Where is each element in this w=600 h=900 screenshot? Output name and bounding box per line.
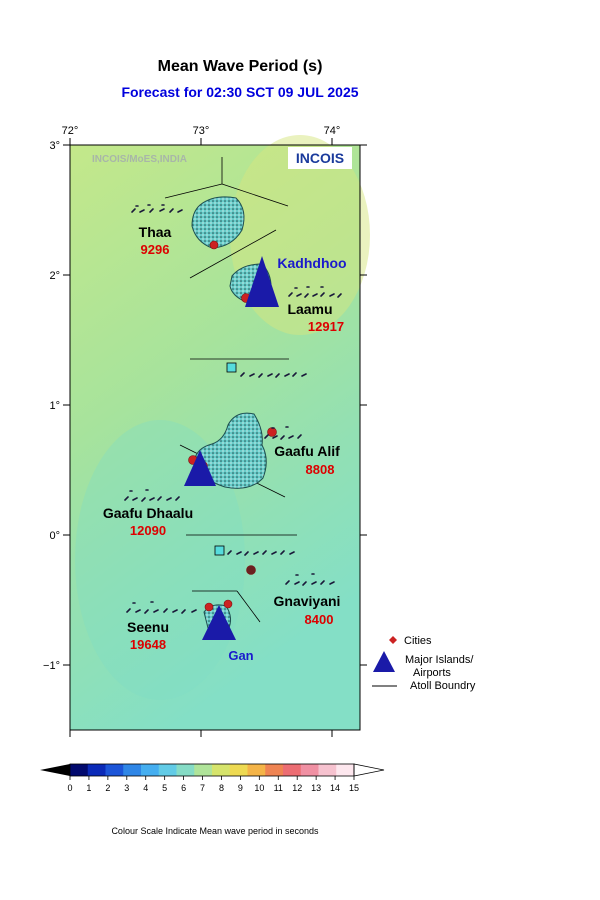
atoll-value-seenu: 19648 xyxy=(130,637,166,652)
atoll-name-seenu: Seenu xyxy=(127,619,169,635)
colorbar-segment xyxy=(229,764,248,776)
atoll-value-thaa: 9296 xyxy=(141,242,170,257)
city-dot xyxy=(267,427,277,437)
atoll-name-laamu: Laamu xyxy=(287,301,332,317)
colorbar-tick-label: 2 xyxy=(105,783,110,793)
colorbar-frame xyxy=(69,763,355,777)
map-frame xyxy=(69,144,361,731)
axis-ticks: 72° 73° 74° 3° 2° 1° 0° −1° xyxy=(43,125,367,737)
colorbar-tick-label: 15 xyxy=(349,783,359,793)
colorbar-tick-label: 4 xyxy=(143,783,148,793)
airport-triangle xyxy=(184,450,216,486)
sea-cool-patch xyxy=(75,420,245,700)
atoll-value-laamu: 12917 xyxy=(308,319,344,334)
thaa-atoll-island xyxy=(191,196,245,249)
dhivehi-script-labels xyxy=(124,204,342,614)
atoll-name-gaafu-alif: Gaafu Alif xyxy=(274,443,340,459)
atoll-labels: Thaa 9296 Laamu 12917 Gaafu Alif 8808 Ga… xyxy=(103,224,344,652)
colour-scale-note: Colour Scale Indicate Mean wave period i… xyxy=(111,826,319,836)
airport-name-kadhdhoo: Kadhdhoo xyxy=(277,255,346,271)
svg-text:INCOIS: INCOIS xyxy=(296,150,344,166)
colorbar-under-arrow xyxy=(40,764,70,776)
colorbar-segment xyxy=(265,764,284,776)
colorbar-tick-label: 3 xyxy=(124,783,129,793)
lat-tick-label: 1° xyxy=(49,400,60,412)
colorbar-segment xyxy=(158,764,177,776)
legend-airport-icon xyxy=(373,651,395,672)
island-marker-square xyxy=(226,362,237,373)
lon-tick-label: 74° xyxy=(324,125,341,137)
colorbar-tick-label: 5 xyxy=(162,783,167,793)
colorbar-segment xyxy=(87,764,106,776)
colorbar-tick-label: 12 xyxy=(292,783,302,793)
colorbar-tick-label: 11 xyxy=(274,783,283,793)
colorbar-segment xyxy=(318,764,337,776)
airport-name-gan: Gan xyxy=(228,648,253,663)
colorbar-tick-label: 6 xyxy=(181,783,186,793)
colorbar-segment xyxy=(300,764,319,776)
airport-triangle xyxy=(202,605,236,640)
lon-tick-label: 72° xyxy=(62,125,79,137)
colorbar-segment xyxy=(105,764,124,776)
atoll-name-gaafu-dhaalu: Gaafu Dhaalu xyxy=(103,505,193,521)
atoll-value-gaafu-alif: 8808 xyxy=(306,462,335,477)
city-dot xyxy=(204,602,214,612)
atoll-value-gnaviyani: 8400 xyxy=(305,612,334,627)
lon-tick-label: 73° xyxy=(193,125,210,137)
airport-markers xyxy=(184,256,279,640)
legend-city-icon xyxy=(389,636,397,644)
city-dot xyxy=(246,565,256,575)
gaafu-atoll-island xyxy=(193,412,267,489)
colorbar-segment xyxy=(141,764,160,776)
map-legend: Cities Major Islands/ Airports Atoll Bou… xyxy=(372,635,476,692)
colorbar-over-arrow xyxy=(353,763,385,777)
colorbar-segment xyxy=(123,764,142,776)
colorbar-segment xyxy=(70,764,89,776)
colorbar-tick-label: 0 xyxy=(67,783,72,793)
city-dot xyxy=(209,240,219,250)
colorbar-tick-label: 1 xyxy=(86,783,91,793)
legend-airports-label: Airports xyxy=(413,667,451,679)
colorbar-segment xyxy=(194,764,213,776)
colorbar-tick-label: 10 xyxy=(254,783,264,793)
colorbar-tick-label: 9 xyxy=(238,783,243,793)
colorbar-segment xyxy=(212,764,231,776)
legend-boundary-label: Atoll Boundry xyxy=(410,680,476,692)
atoll-name-thaa: Thaa xyxy=(139,224,172,240)
legend-cities-label: Cities xyxy=(404,635,432,647)
lat-tick-label: 0° xyxy=(49,530,60,542)
atoll-value-gaafu-dhaalu: 12090 xyxy=(130,523,166,538)
forecast-subtitle: Forecast for 02:30 SCT 09 JUL 2025 xyxy=(121,84,359,100)
map-title: Mean Wave Period (s) xyxy=(157,58,323,75)
colorbar-tick-label: 8 xyxy=(219,783,224,793)
lat-tick-label: 3° xyxy=(49,140,60,152)
atoll-name-gnaviyani: Gnaviyani xyxy=(274,593,341,609)
island-marker-square xyxy=(214,545,225,556)
lat-tick-label: −1° xyxy=(43,660,60,672)
city-dot xyxy=(223,599,233,609)
airport-triangle xyxy=(245,256,279,307)
colorbar-segment xyxy=(176,764,195,776)
colorbar-tick-label: 7 xyxy=(200,783,205,793)
legend-islands-label: Major Islands/ xyxy=(405,654,474,666)
colorbar-tick-label: 14 xyxy=(330,783,340,793)
incois-logo: INCOIS xyxy=(288,147,352,169)
watermark-text: INCOIS/MoES,INDIA xyxy=(92,154,187,165)
lat-tick-label: 2° xyxy=(49,270,60,282)
colorbar-segment xyxy=(283,764,302,776)
colorbar-tick-label: 13 xyxy=(311,783,321,793)
colorbar-segment xyxy=(247,764,266,776)
colorbar-segment xyxy=(336,764,355,776)
